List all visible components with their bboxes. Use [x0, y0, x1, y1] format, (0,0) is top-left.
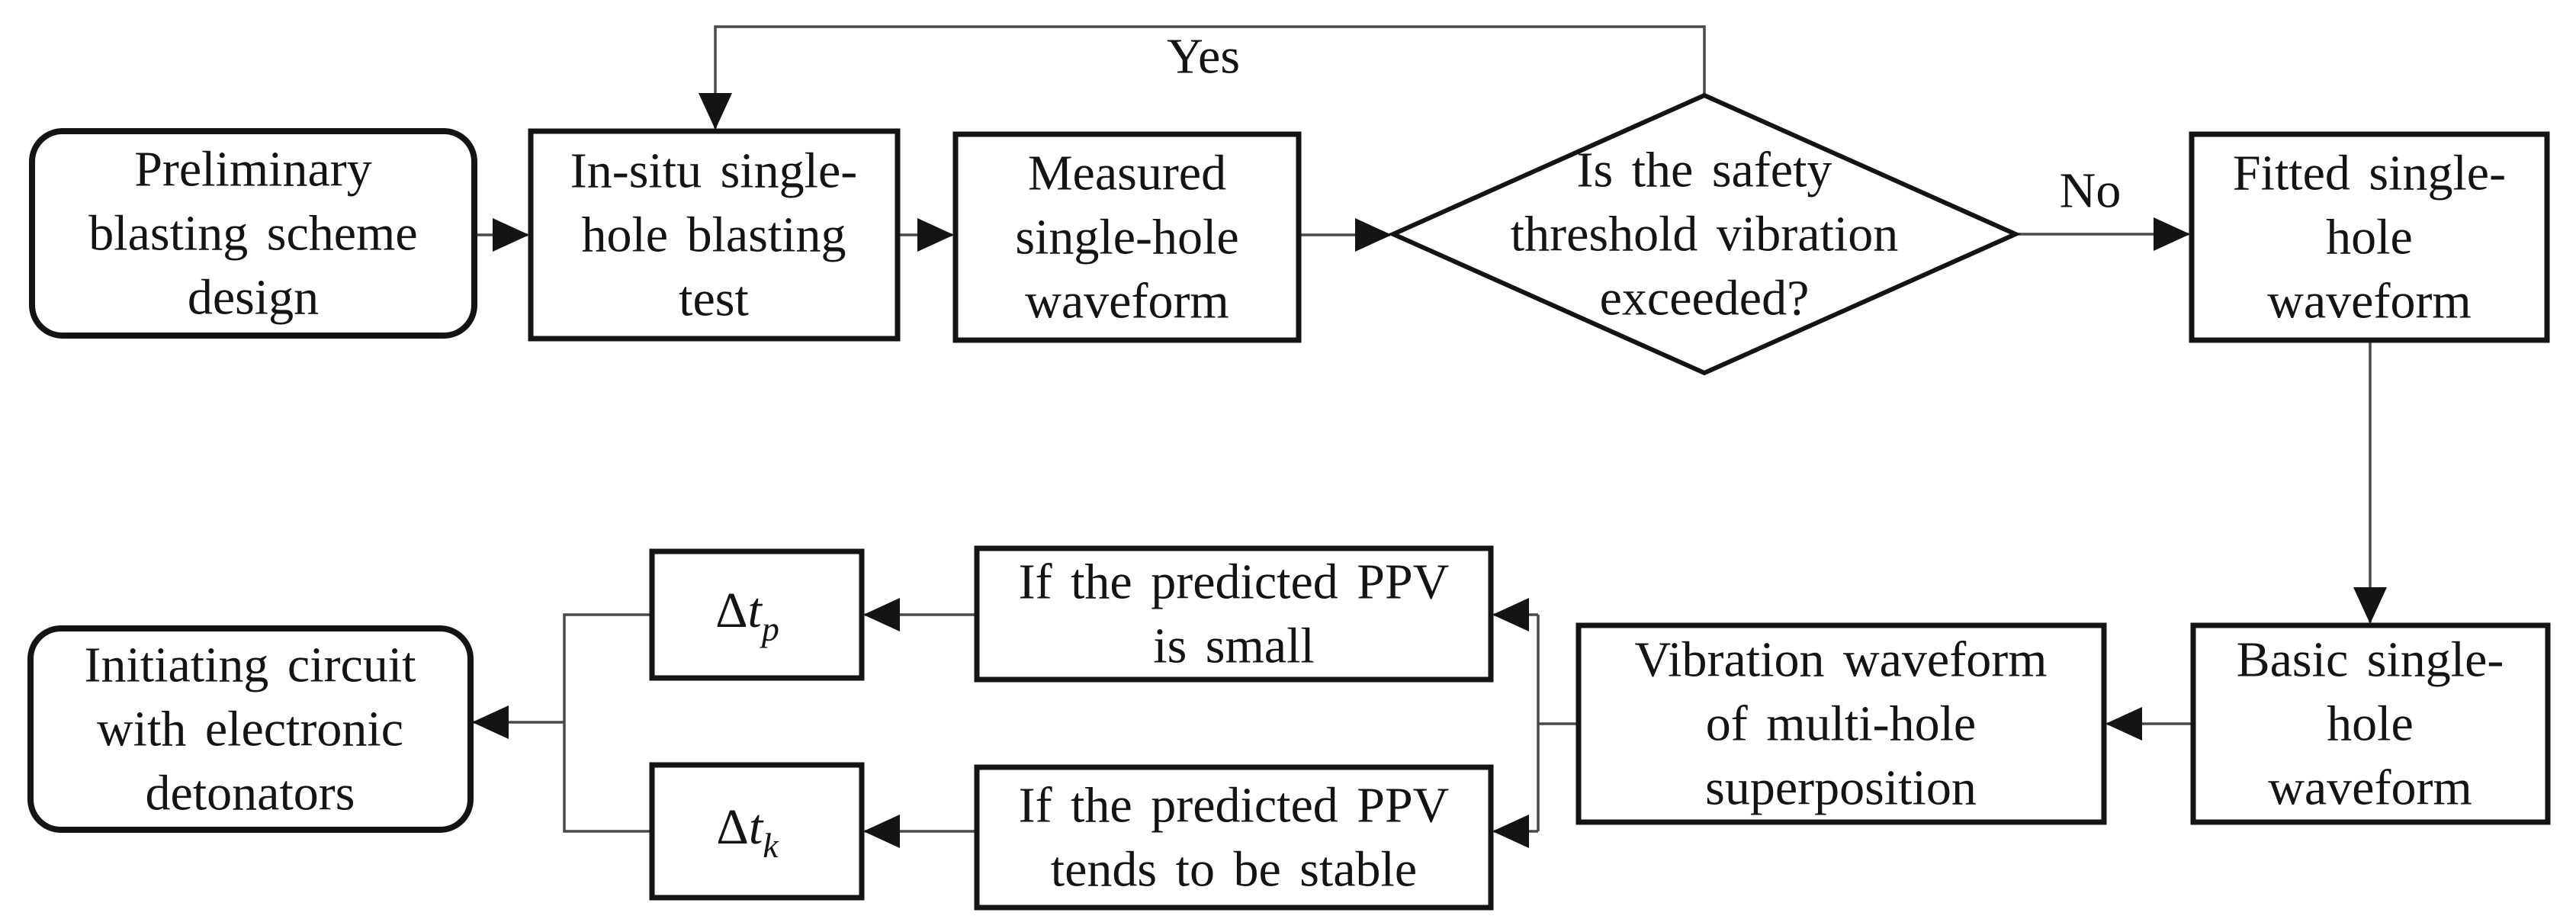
node-insitu-line2: hole blasting [581, 207, 846, 263]
node-decision-line3: exceeded? [1600, 271, 1810, 326]
node-basic-line2: hole [2327, 696, 2414, 752]
node-vibration-superposition-shape [1575, 622, 2107, 825]
node-vibration-line2: of multi-hole [1706, 696, 1976, 752]
node-if-ppv-stable-line2: tends to be stable [1051, 842, 1417, 898]
node-vibration-line3: superposition [1705, 760, 1977, 816]
node-measured-waveform: Measured single-hole waveform [952, 131, 1302, 343]
connectors [472, 25, 2387, 848]
connector-yes-loop [699, 25, 1706, 130]
node-measured-line2: single-hole [1015, 210, 1238, 265]
node-decision-diamond: Is the safety threshold vibration exceed… [1387, 92, 2022, 376]
node-decision-diamond-shape [1387, 92, 2022, 376]
node-fitted-line1: Fitted single- [2233, 146, 2506, 201]
connector-delta-merge [563, 613, 652, 833]
node-if-ppv-small-shape [974, 545, 1494, 683]
node-insitu-line3: test [679, 272, 749, 327]
node-if-ppv-stable: If the predicted PPV tends to be stable [974, 764, 1494, 911]
node-measured-waveform-shape [952, 131, 1302, 343]
node-basic-waveform: Basic single- hole waveform [2190, 622, 2551, 825]
node-preliminary-shape [29, 128, 477, 339]
node-insitu-line1: In-situ single- [570, 143, 857, 199]
node-if-ppv-small-line1: If the predicted PPV [1019, 554, 1450, 610]
node-vibration-superposition: Vibration waveform of multi-hole superpo… [1575, 622, 2107, 825]
node-initiating-circuit-shape [27, 625, 474, 833]
node-insitu-test-shape [528, 128, 901, 342]
node-preliminary-line2: blasting scheme [88, 206, 417, 262]
node-fitted-waveform-shape [2189, 131, 2550, 343]
node-fitted-waveform: Fitted single- hole waveform [2189, 131, 2550, 343]
node-initiating-circuit: Initiating circuit with electronic deton… [27, 625, 474, 833]
node-vibration-line1: Vibration waveform [1634, 632, 2047, 688]
node-delta-tp-shape [649, 548, 865, 681]
node-fitted-line2: hole [2326, 210, 2413, 265]
node-decision-line1: Is the safety [1577, 143, 1832, 198]
node-preliminary-line1: Preliminary [134, 142, 372, 198]
node-initiating-line1: Initiating circuit [84, 638, 416, 693]
node-basic-waveform-shape [2190, 622, 2551, 825]
node-delta-tk-shape [649, 762, 865, 901]
node-basic-line1: Basic single- [2237, 632, 2504, 688]
node-if-ppv-small-line2: is small [1153, 619, 1315, 674]
node-delta-tp: Δtp [649, 548, 865, 681]
node-insitu-test: In-situ single- hole blasting test [528, 128, 901, 342]
node-initiating-line2: with electronic [97, 702, 403, 757]
node-decision-line2: threshold vibration [1511, 207, 1898, 262]
label-no: No [2060, 163, 2122, 219]
node-measured-line1: Measured [1028, 146, 1226, 201]
node-if-ppv-small: If the predicted PPV is small [974, 545, 1494, 683]
node-if-ppv-stable-line1: If the predicted PPV [1019, 778, 1450, 834]
node-delta-tp-label: Δtp [715, 583, 779, 648]
node-fitted-line3: waveform [2267, 274, 2472, 329]
node-preliminary: Preliminary blasting scheme design [29, 128, 477, 339]
node-delta-tk: Δtk [649, 762, 865, 901]
node-delta-tk-label: Δtk [716, 799, 779, 865]
node-basic-line3: waveform [2268, 760, 2472, 816]
node-preliminary-line3: design [188, 270, 319, 326]
node-initiating-line3: detonators [146, 766, 355, 821]
node-measured-line3: waveform [1025, 274, 1229, 329]
node-if-ppv-stable-shape [974, 764, 1494, 911]
label-yes: Yes [1167, 29, 1240, 85]
